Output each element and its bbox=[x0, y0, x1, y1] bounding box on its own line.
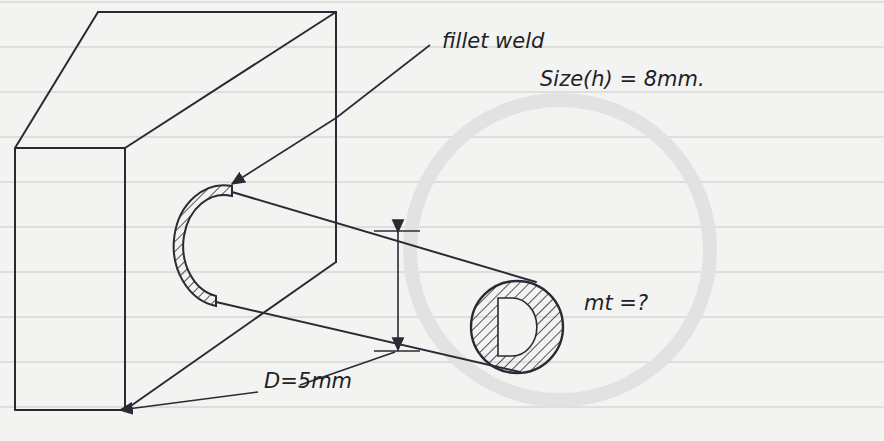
weld-label: fillet weld bbox=[440, 30, 546, 53]
weld-size: Size(h) = 8mm. bbox=[538, 68, 707, 91]
dimension-label: D=5mm bbox=[262, 370, 354, 393]
torque-label: mt =? bbox=[582, 292, 650, 315]
